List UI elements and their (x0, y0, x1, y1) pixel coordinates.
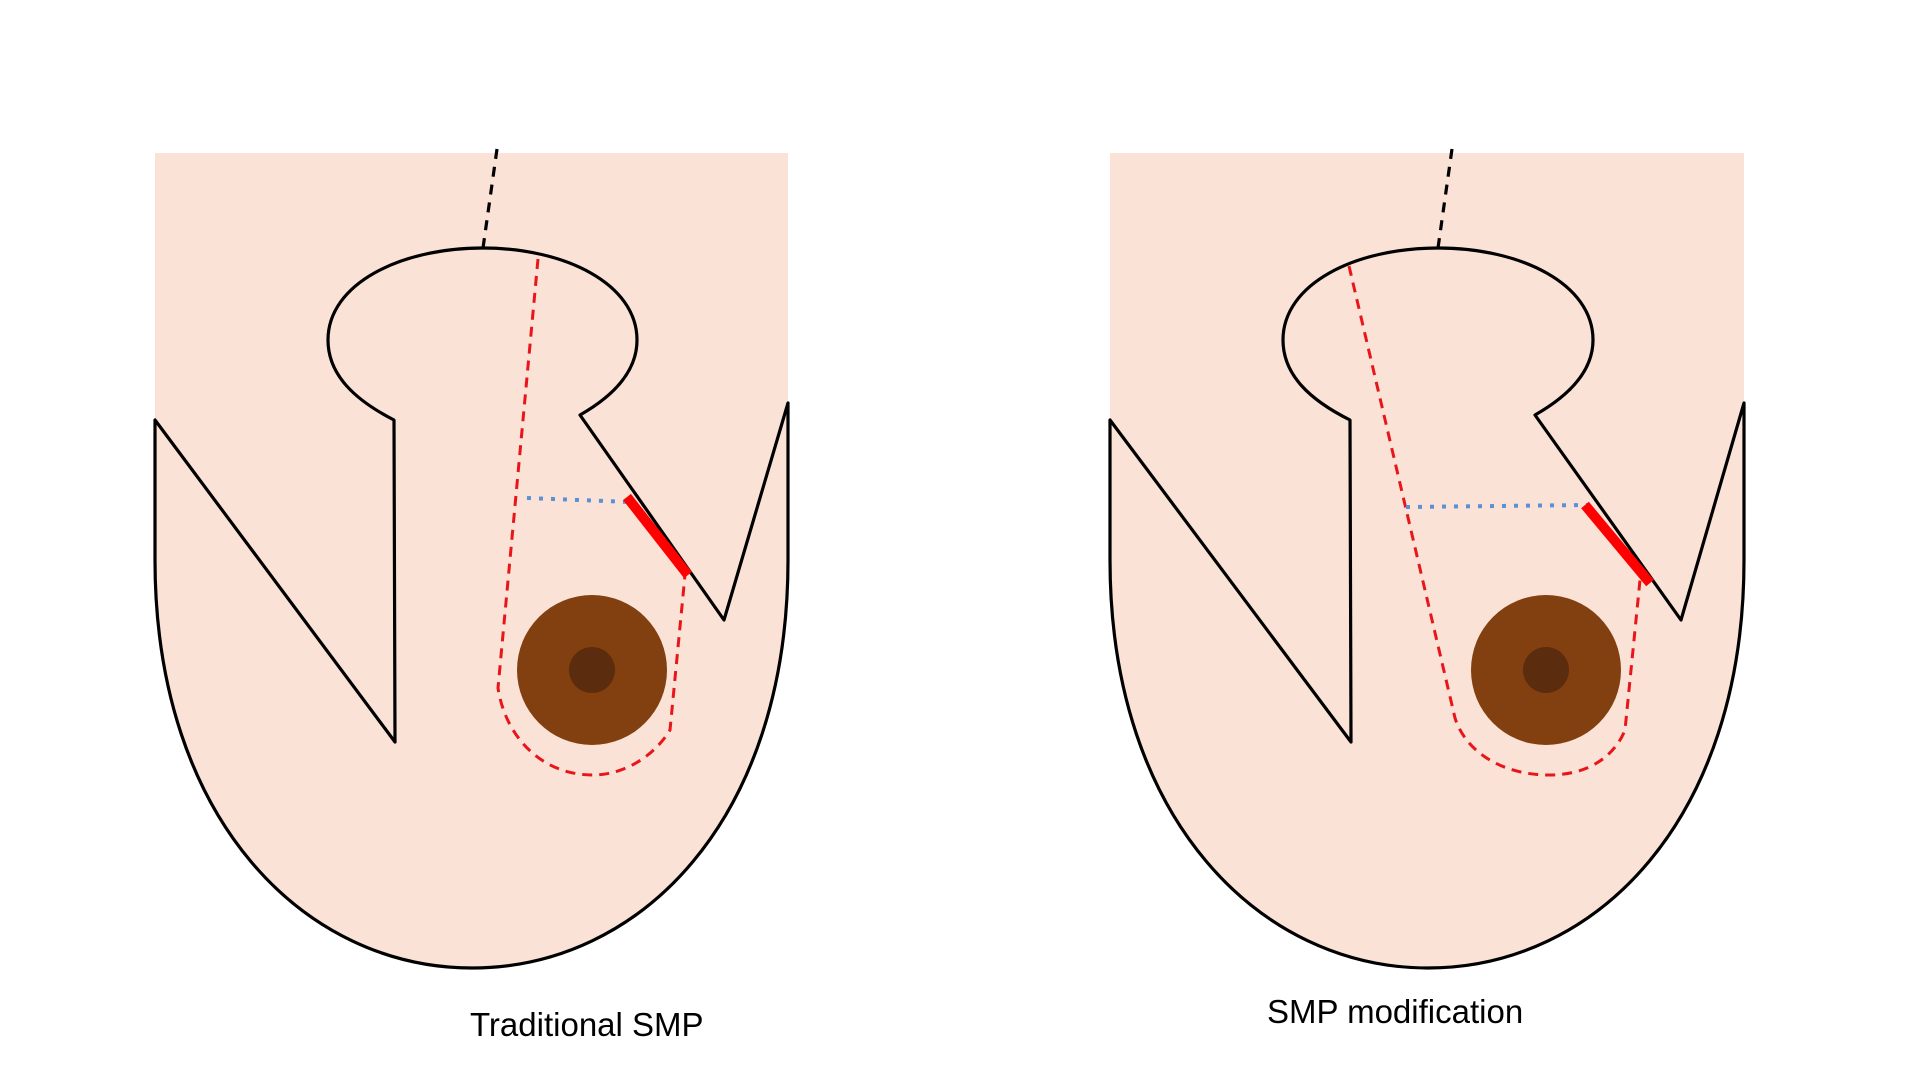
highlighted-incision-segment (1581, 501, 1654, 587)
pedicle-outline-dashed (496, 258, 687, 777)
nipple (1523, 647, 1569, 693)
nipple (569, 647, 615, 693)
breast-silhouette (1110, 153, 1744, 968)
smp-modification-panel (1108, 141, 1746, 970)
wise-pattern-outline (1108, 246, 1746, 970)
wise-pattern-outline (153, 246, 790, 970)
breast-silhouette (155, 153, 788, 968)
smp-modification-caption: SMP modification (1267, 993, 1524, 1030)
horizontal-dotted-line (526, 496, 632, 504)
pedicle-outline-dashed (1347, 265, 1642, 777)
traditional-smp-caption: Traditional SMP (470, 1006, 704, 1043)
traditional-smp-panel (153, 141, 790, 970)
highlighted-incision-segment (623, 493, 692, 579)
